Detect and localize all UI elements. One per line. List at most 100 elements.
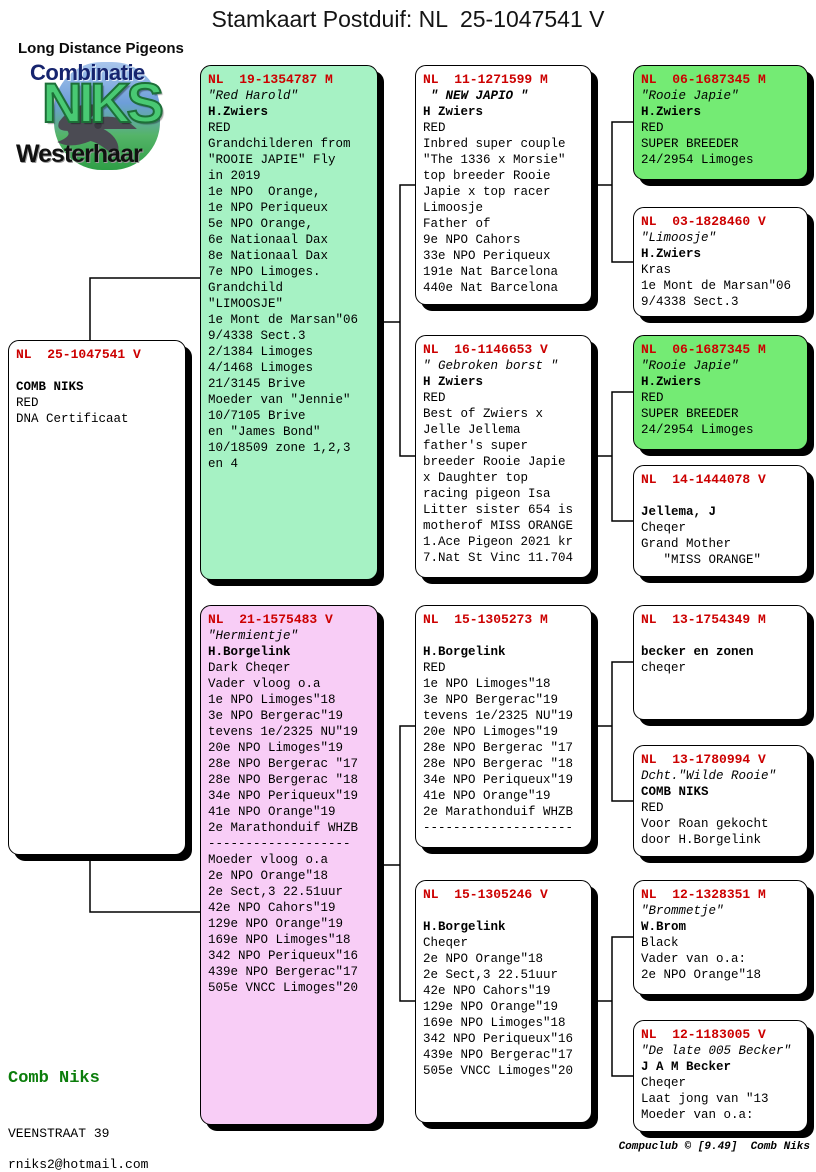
- pigeon-image: [57, 104, 137, 159]
- pedigree-text-line: 2e NPO Orange"18: [641, 968, 762, 982]
- pedigree-text-line: 9/4338 Sect.3: [208, 329, 306, 343]
- pedigree-text-line: 5e NPO Orange,: [208, 217, 314, 231]
- pedigree-text-line: racing pigeon Isa: [423, 487, 551, 501]
- pedigree-text-line: RED: [208, 121, 231, 135]
- pedigree-text-line: Limoosje: [423, 201, 484, 215]
- pedigree-text-line: [16, 363, 178, 379]
- pedigree-text-line: SUPER BREEDER: [641, 407, 739, 421]
- pedigree-text-line: " NEW JAPIO ": [423, 89, 529, 103]
- ring-number: NL 25-1047541 V: [16, 347, 141, 362]
- pedigree-text-line: x Daughter top: [423, 471, 529, 485]
- pedigree-text-line: RED: [16, 396, 39, 410]
- pedigree-text-line: in 2019: [208, 169, 261, 183]
- ring-number: NL 16-1146653 V: [423, 342, 548, 357]
- pedigree-text-line: Moeder vloog o.a: [208, 853, 329, 867]
- pedigree-text-line: cheqer: [641, 661, 687, 675]
- pedigree-text-line: 24/2954 Limoges: [641, 423, 754, 437]
- owner-street: VEENSTRAAT 39: [8, 1126, 110, 1141]
- pedigree-text-line: Voor Roan gekocht: [641, 817, 769, 831]
- pedigree-text-line: 1e NPO Limoges"18: [423, 677, 551, 691]
- pigeon-box-great-grandparent-8: NL 12-1183005 V"De late 005 Becker"J A M…: [633, 1020, 808, 1132]
- ring-number: NL 15-1305273 M: [423, 612, 548, 627]
- pedigree-text-line: 505e VNCC Limoges"20: [208, 981, 359, 995]
- pedigree-text-line: 1.Ace Pigeon 2021 kr: [423, 535, 574, 549]
- owner-email-link[interactable]: rniks2@hotmail.com: [8, 1157, 149, 1172]
- pedigree-text-line: 24/2954 Limoges: [641, 153, 754, 167]
- pedigree-text-line: 3e NPO Bergerac"19: [208, 709, 344, 723]
- pedigree-text-line: 2e NPO Orange"18: [208, 869, 329, 883]
- pedigree-text-line: Cheqer: [641, 521, 687, 535]
- pedigree-text-line: 41e NPO Orange"19: [423, 789, 551, 803]
- pedigree-text-line: 1e NPO Orange,: [208, 185, 321, 199]
- pedigree-text-line: H.Zwiers: [641, 247, 702, 261]
- pedigree-text-line: Vader vloog o.a: [208, 677, 321, 691]
- pedigree-text-line: top breeder Rooie: [423, 169, 551, 183]
- pedigree-text-line: 10/7105 Brive: [208, 409, 306, 423]
- pedigree-text-line: [641, 488, 800, 504]
- page-title: Stamkaart Postduif: NL 25-1047541 V: [211, 6, 605, 32]
- pedigree-text-line: [423, 628, 584, 644]
- ring-number: NL 12-1328351 M: [641, 887, 766, 902]
- pedigree-text-line: 2e Sect,3 22.51uur: [208, 885, 344, 899]
- pedigree-text-line: Moeder van "Jennie": [208, 393, 351, 407]
- pedigree-text-line: RED: [423, 661, 446, 675]
- pedigree-text-line: H.Zwiers: [208, 105, 269, 119]
- pedigree-text-line: 9/4338 Sect.3: [641, 295, 739, 309]
- pedigree-text-line: H Zwiers: [423, 375, 484, 389]
- pedigree-text-line: 21/3145 Brive: [208, 377, 306, 391]
- pedigree-text-line: RED: [641, 801, 664, 815]
- pedigree-text-line: Laat jong van "13: [641, 1092, 769, 1106]
- pedigree-text-line: Litter sister 654 is: [423, 503, 574, 517]
- pedigree-text-line: 129e NPO Orange"19: [208, 917, 344, 931]
- pedigree-text-line: 1e Mont de Marsan"06: [641, 279, 792, 293]
- pigeon-box-grandmother-paternal: NL 16-1146653 V" Gebroken borst "H Zwier…: [415, 335, 592, 578]
- ring-number: NL 21-1575483 V: [208, 612, 333, 627]
- pedigree-text-line: 20e NPO Limoges"19: [208, 741, 344, 755]
- pedigree-text-line: DNA Certificaat: [16, 412, 129, 426]
- pedigree-text-line: 6e Nationaal Dax: [208, 233, 329, 247]
- pedigree-text-line: 34e NPO Periqueux"19: [208, 789, 359, 803]
- pedigree-text-line: Grandchild: [208, 281, 284, 295]
- pedigree-text-line: 2/1384 Limoges: [208, 345, 314, 359]
- pedigree-text-line: 342 NPO Periqueux"16: [423, 1032, 574, 1046]
- pedigree-text-line: RED: [641, 121, 664, 135]
- compuclub-credit: Compuclub © [9.49] Comb Niks: [618, 1141, 810, 1153]
- pedigree-text-line: Jellema, J: [641, 505, 717, 519]
- pedigree-text-line: 2e Marathonduif WHZB: [208, 821, 359, 835]
- ring-number: NL 06-1687345 M: [641, 72, 766, 87]
- pedigree-text-line: "De late 005 Becker": [641, 1044, 792, 1058]
- pedigree-text-line: 439e NPO Bergerac"17: [208, 965, 359, 979]
- ring-number: NL 06-1687345 M: [641, 342, 766, 357]
- ring-number: NL 03-1828460 V: [641, 214, 766, 229]
- pedigree-text-line: tevens 1e/2325 NU"19: [208, 725, 359, 739]
- pedigree-text-line: 42e NPO Cahors"19: [423, 984, 551, 998]
- pedigree-text-line: becker en zonen: [641, 645, 754, 659]
- pedigree-text-line: "Rooie Japie": [641, 89, 739, 103]
- pedigree-text-line: 8e Nationaal Dax: [208, 249, 329, 263]
- pedigree-text-line: Moeder van o.a:: [641, 1108, 754, 1122]
- pedigree-text-line: Vader van o.a:: [641, 952, 747, 966]
- pedigree-text-line: "Limoosje": [641, 231, 717, 245]
- pedigree-text-line: en 4: [208, 457, 239, 471]
- pedigree-text-line: H.Zwiers: [641, 105, 702, 119]
- pedigree-text-line: father's super: [423, 439, 529, 453]
- pedigree-text-line: 440e Nat Barcelona: [423, 281, 559, 295]
- pedigree-text-line: [423, 903, 584, 919]
- pedigree-text-line: "MISS ORANGE": [641, 553, 762, 567]
- pedigree-text-line: 2e Sect,3 22.51uur: [423, 968, 559, 982]
- pedigree-text-line: H Zwiers: [423, 105, 484, 119]
- pedigree-text-line: H.Borgelink: [423, 645, 506, 659]
- pedigree-text-line: 191e Nat Barcelona: [423, 265, 559, 279]
- pedigree-text-line: 28e NPO Bergerac "18: [208, 773, 359, 787]
- pedigree-text-line: RED: [641, 391, 664, 405]
- pedigree-text-line: 439e NPO Bergerac"17: [423, 1048, 574, 1062]
- pedigree-text-line: 2e NPO Orange"18: [423, 952, 544, 966]
